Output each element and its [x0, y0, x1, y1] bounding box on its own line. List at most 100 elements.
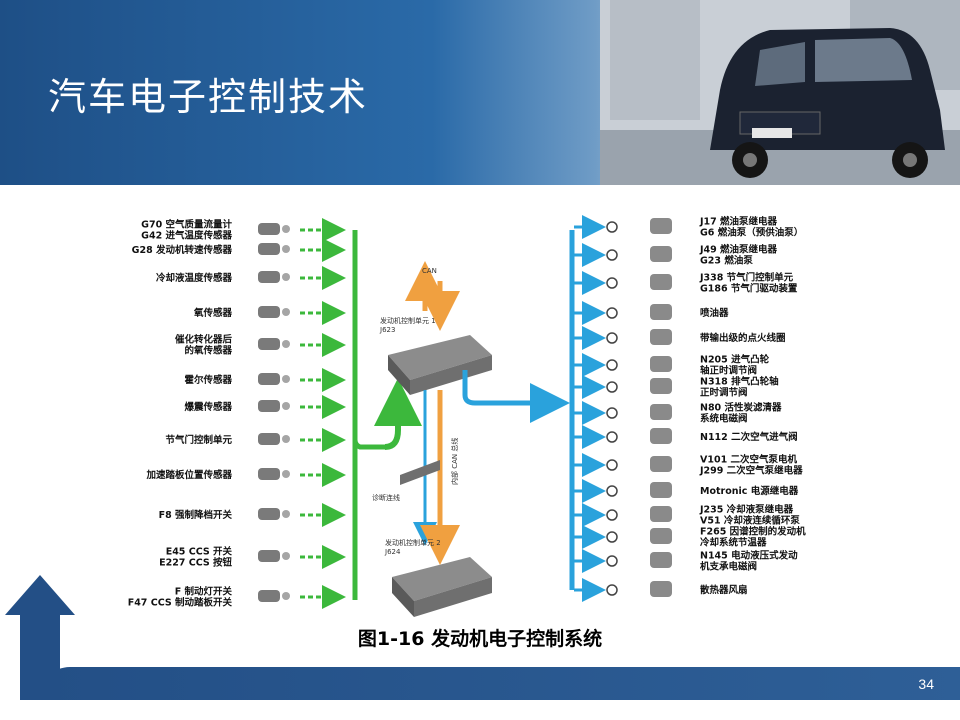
actuator-icon [650, 528, 672, 544]
sensor-icon [258, 223, 280, 235]
output-item: 带输出级的点火线圈 [574, 326, 786, 350]
actuator-icon [650, 378, 672, 394]
output-item: N145 电动液压式发动机支承电磁阀 [574, 549, 798, 573]
input-item: F8 强制降档开关 [159, 503, 346, 527]
page-number: 34 [918, 676, 934, 692]
slide-header: 汽车电子控制技术 [0, 0, 960, 185]
sensor-tip-icon [282, 225, 290, 233]
relay-icon [606, 555, 618, 567]
input-label: 加速踏板位置传感器 [145, 469, 232, 481]
can-label: CAN [422, 267, 437, 275]
output-label: F265 因谱控制的发动机冷却系统节温器 [700, 526, 806, 549]
input-trunk [352, 230, 385, 450]
relay-icon [606, 307, 618, 319]
input-item: 冷却液温度传感器 [156, 266, 346, 290]
output-label: 散热器风扇 [700, 584, 748, 596]
sensor-tip-icon [282, 273, 290, 281]
input-label: F8 强制降档开关 [159, 509, 233, 521]
relay-icon [606, 431, 618, 443]
actuator-icon [650, 404, 672, 420]
relay-icon [606, 381, 618, 393]
input-item: 节气门控制单元 [165, 428, 346, 452]
input-item: G28 发动机转速传感器 [132, 238, 346, 262]
ecu-output-arrow [462, 370, 570, 423]
output-label: 喷油器 [700, 307, 729, 319]
ecu-1 [388, 335, 492, 395]
sensor-tip-icon [282, 402, 290, 410]
output-label: N318 排气凸轮轴正时调节阀 [700, 376, 779, 399]
input-item: 催化转化器后的氧传感器 [175, 333, 346, 357]
relay-icon [606, 531, 618, 543]
input-item: 加速踏板位置传感器 [145, 463, 346, 487]
actuator-icon [650, 482, 672, 498]
output-item: 散热器风扇 [574, 578, 748, 602]
sensor-icon [258, 271, 280, 283]
actuator-icon [650, 456, 672, 472]
output-label: N205 进气凸轮轴正时调节阀 [700, 354, 770, 377]
footer-bar [40, 667, 960, 700]
output-item: F265 因谱控制的发动机冷却系统节温器 [574, 525, 806, 549]
relay-icon [606, 509, 618, 521]
sensor-icon [258, 468, 280, 480]
actuator-icon [650, 506, 672, 522]
sensor-tip-icon [282, 592, 290, 600]
taxi-photo [600, 0, 960, 185]
output-item: N80 活性炭滤清器系统电磁阀 [574, 401, 782, 425]
figure-caption: 图1-16 发动机电子控制系统 [357, 628, 603, 650]
output-label: N112 二次空气进气阀 [700, 431, 798, 443]
actuator-icon [650, 552, 672, 568]
input-label: 氧传感器 [193, 307, 233, 319]
actuator-icon [650, 329, 672, 345]
output-label: 带输出级的点火线圈 [700, 332, 786, 344]
sensor-icon [258, 373, 280, 385]
sensor-icon [258, 550, 280, 562]
input-label: 爆震传感器 [184, 401, 232, 413]
actuator-icon [650, 304, 672, 320]
output-label: Motronic 电源继电器 [700, 485, 799, 497]
actuator-icon [650, 246, 672, 262]
ecu-2 [392, 557, 492, 617]
relay-icon [606, 459, 618, 471]
output-item: 喷油器 [574, 301, 729, 325]
output-item: Motronic 电源继电器 [574, 479, 799, 503]
sensor-icon [258, 338, 280, 350]
actuator-icon [650, 274, 672, 290]
output-label: N145 电动液压式发动机支承电磁阀 [700, 550, 798, 573]
actuator-icon [650, 356, 672, 372]
sensor-tip-icon [282, 470, 290, 478]
relay-icon [606, 249, 618, 261]
input-label: G28 发动机转速传感器 [132, 244, 233, 256]
input-label: 节气门控制单元 [165, 434, 232, 446]
output-item: N205 进气凸轮轴正时调节阀 [574, 353, 770, 377]
input-to-ecu-arrow [374, 378, 422, 450]
sensor-tip-icon [282, 245, 290, 253]
relay-icon [606, 359, 618, 371]
sensor-icon [258, 433, 280, 445]
input-label: 催化转化器后的氧传感器 [175, 334, 233, 357]
sensor-tip-icon [282, 308, 290, 316]
slide-title: 汽车电子控制技术 [48, 75, 369, 119]
input-item: 霍尔传感器 [184, 368, 346, 392]
relay-icon [606, 332, 618, 344]
sensor-icon [258, 243, 280, 255]
sensor-tip-icon [282, 552, 290, 560]
sensor-icon [258, 590, 280, 602]
sensor-icon [258, 306, 280, 318]
input-item: 爆震传感器 [184, 395, 346, 419]
